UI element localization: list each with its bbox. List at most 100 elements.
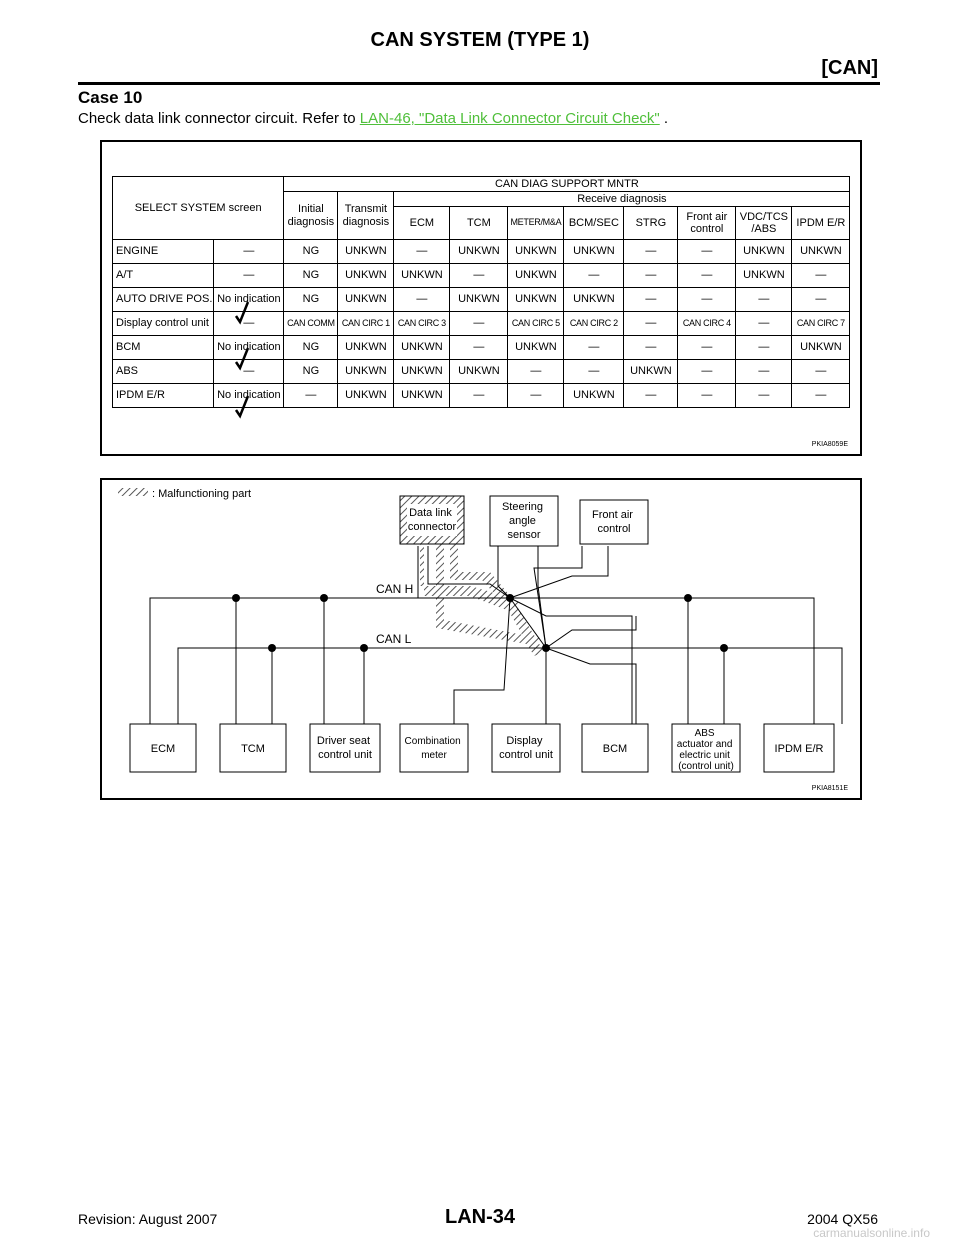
row-system-label: IPDM E/R (111, 383, 215, 408)
unit-label: BCM (603, 743, 627, 755)
unit-front-air-control: Front air control (579, 499, 649, 545)
instruction-text: Check data link connector circuit. Refer… (78, 110, 356, 127)
check-marks-overlay (234, 301, 250, 419)
table-cell: UNKWN (507, 263, 565, 288)
page-title: CAN SYSTEM (TYPE 1) (370, 29, 590, 51)
check-mark-icon (234, 395, 250, 419)
table-cell: NG (283, 263, 339, 288)
section-tag: [CAN] (821, 57, 878, 79)
reference-link[interactable]: LAN-46, "Data Link Connector Circuit Che… (359, 110, 660, 127)
case-heading: Case 10 (78, 88, 143, 107)
row-system-label: ENGINE (111, 239, 215, 264)
diagnosis-table-figure: SELECT SYSTEM screen CAN DIAG SUPPORT MN… (100, 140, 862, 456)
unit-display-control: Display control unit (491, 723, 561, 773)
can-diag-table: SELECT SYSTEM screen CAN DIAG SUPPORT MN… (111, 176, 851, 408)
svg-text:Data link connector: Data link connector (408, 507, 457, 533)
svg-text:Display control unit: Display control unit (499, 735, 553, 761)
unit-label: IPDM E/R (775, 743, 824, 755)
table-cell: — (563, 335, 625, 360)
unit-label: Driver seat (317, 735, 370, 747)
recv-col-ipdm: IPDM E/R (791, 206, 851, 240)
unit-label: control unit (318, 749, 372, 761)
unit-label: Combination (405, 736, 461, 747)
case-instruction: Check data link connector circuit. Refer… (78, 110, 668, 127)
unit-label: control (597, 523, 630, 535)
table-cell: UNKWN (563, 287, 625, 312)
unit-label: Display (506, 735, 543, 747)
check-mark-icon (234, 301, 250, 325)
table-cell: UNKWN (791, 335, 851, 360)
unit-ecm: ECM (129, 723, 197, 773)
table-cell: — (449, 335, 509, 360)
table-cell: UNKWN (337, 287, 395, 312)
table-cell: NG (283, 335, 339, 360)
table-cell: — (677, 383, 737, 408)
instruction-end: . (663, 110, 669, 127)
table-cell: CAN COMM (283, 311, 339, 336)
can-network-figure: : Malfunctioning part (100, 478, 862, 800)
check-mark-icon (234, 347, 250, 371)
svg-text:ABS actuator and: ABS actuator and electric unit (control … (677, 728, 735, 772)
figure-code: PKIA8151E (811, 785, 848, 792)
header-rule (78, 82, 880, 85)
table-cell: UNKWN (393, 383, 451, 408)
unit-label: TCM (241, 743, 265, 755)
select-system-header: SELECT SYSTEM screen (111, 176, 285, 240)
table-cell: UNKWN (563, 383, 625, 408)
unit-combination-meter: Combination meter (399, 723, 469, 773)
page-number: LAN-34 (444, 1206, 515, 1228)
row-system-label: BCM (111, 335, 215, 360)
unit-label: control unit (499, 749, 553, 761)
table-cell: — (393, 287, 451, 312)
vehicle-model: 2004 QX56 (807, 1211, 878, 1227)
table-cell: UNKWN (735, 239, 793, 264)
svg-text:Front air control: Front air control (592, 509, 636, 535)
table-cell: — (735, 383, 793, 408)
unit-label: angle (509, 515, 536, 527)
table-cell: — (677, 287, 737, 312)
unit-bcm: BCM (581, 723, 649, 773)
unit-ipdm-er: IPDM E/R (763, 723, 835, 773)
svg-text:Driver seat control un: Driver seat control unit (317, 735, 373, 761)
recv-col-vdc: VDC/TCS /ABS (735, 206, 793, 240)
legend-text: : Malfunctioning part (152, 488, 251, 500)
unit-label: actuator and (677, 739, 733, 750)
table-cell: NG (283, 287, 339, 312)
recv-col-bcm: BCM/SEC (563, 206, 625, 240)
table-cell: — (791, 263, 851, 288)
unit-label: ABS (695, 728, 715, 739)
can-h-label: CAN H (376, 582, 413, 596)
table-cell: UNKWN (393, 335, 451, 360)
table-cell: CAN CIRC 1 (337, 311, 395, 336)
table-cell: — (677, 335, 737, 360)
table-cell: — (449, 383, 509, 408)
unit-label: sensor (507, 529, 540, 541)
watermark: carmanualsonline.info (813, 1226, 930, 1240)
figure-code: PKIA8059E (811, 441, 848, 448)
table-cell: — (507, 383, 565, 408)
unit-driver-seat-control: Driver seat control unit (309, 723, 381, 773)
table-cell: — (283, 383, 339, 408)
row-initial-indication: No indication (213, 383, 285, 408)
unit-abs: ABS actuator and electric unit (control … (671, 723, 741, 773)
table-cell: UNKWN (507, 239, 565, 264)
unit-label: Front air (592, 509, 633, 521)
unit-tcm: TCM (219, 723, 287, 773)
row-system-label: A/T (111, 263, 215, 288)
table-cell: — (623, 287, 679, 312)
table-cell: CAN CIRC 4 (677, 311, 737, 336)
revision-date: Revision: August 2007 (78, 1211, 218, 1227)
svg-text:Steering angle: Steering angle sensor (502, 501, 546, 541)
malfunction-hatch (450, 542, 544, 656)
table-cell: NG (283, 359, 339, 384)
unit-label: ECM (151, 743, 175, 755)
svg-text:Combination meter: Combination meter (405, 736, 464, 761)
unit-steering-angle-sensor: Steering angle sensor (489, 495, 559, 547)
unit-label: Data link (409, 507, 452, 519)
unit-data-link-connector: Data link connector (399, 495, 465, 545)
recv-col-strg: STRG (623, 206, 679, 240)
